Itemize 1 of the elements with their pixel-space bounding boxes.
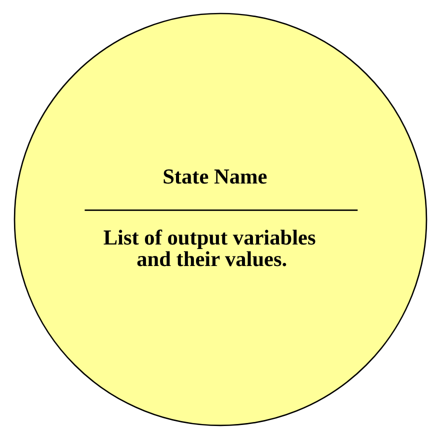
node-circle: State Name List of output variables and their values. — [13, 12, 427, 426]
